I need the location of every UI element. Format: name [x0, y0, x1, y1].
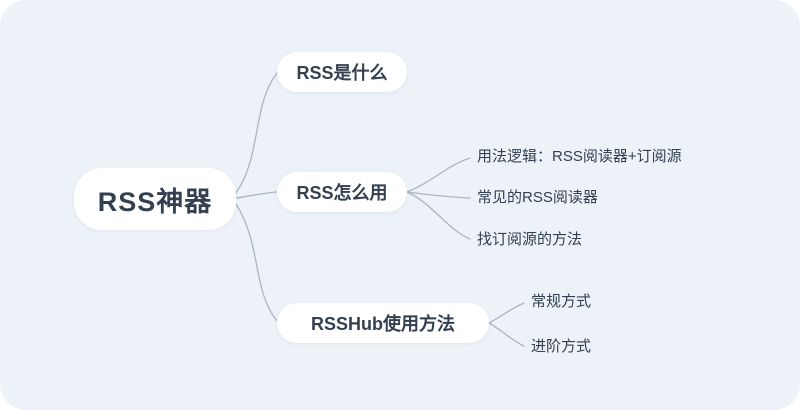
leaf-node-label: 常规方式: [531, 293, 592, 310]
branch-node-label: RSSHub使用方法: [311, 314, 455, 334]
connector-branch-2-to-child-2: [406, 191, 471, 199]
leaf-node-usage-logic[interactable]: 用法逻辑：RSS阅读器+订阅源: [477, 148, 682, 166]
leaf-node-common-rss-readers[interactable]: 常见的RSS阅读器: [477, 189, 598, 207]
branch-node-label: RSS怎么用: [296, 183, 388, 203]
connector-branch-3-to-child-2: [488, 322, 525, 347]
leaf-node-regular-method[interactable]: 常规方式: [531, 293, 591, 311]
connector-branch-2-to-child-3: [406, 191, 471, 240]
connector-root-to-branch-2: [235, 191, 278, 199]
branch-node-label: RSS是什么: [296, 63, 388, 83]
connector-root-to-branch-3: [235, 203, 278, 322]
leaf-node-advanced-method[interactable]: 进阶方式: [531, 338, 591, 356]
leaf-node-label: 常见的RSS阅读器: [477, 189, 598, 206]
root-node-rss-tool[interactable]: RSS神器: [74, 168, 236, 230]
leaf-node-label: 用法逻辑：RSS阅读器+订阅源: [477, 148, 682, 165]
branch-node-what-is-rss[interactable]: RSS是什么: [277, 52, 407, 92]
leaf-node-label: 进阶方式: [531, 338, 592, 355]
root-node-label: RSS神器: [97, 186, 213, 217]
leaf-node-label: 找订阅源的方法: [477, 231, 583, 248]
branch-node-rsshub-usage[interactable]: RSSHub使用方法: [277, 303, 489, 343]
connector-root-to-branch-1: [235, 72, 278, 194]
connector-branch-2-to-child-1: [406, 157, 471, 193]
branch-node-how-to-use-rss[interactable]: RSS怎么用: [277, 172, 407, 212]
leaf-node-find-feed-sources[interactable]: 找订阅源的方法: [477, 231, 582, 249]
connector-branch-3-to-child-1: [488, 302, 525, 324]
